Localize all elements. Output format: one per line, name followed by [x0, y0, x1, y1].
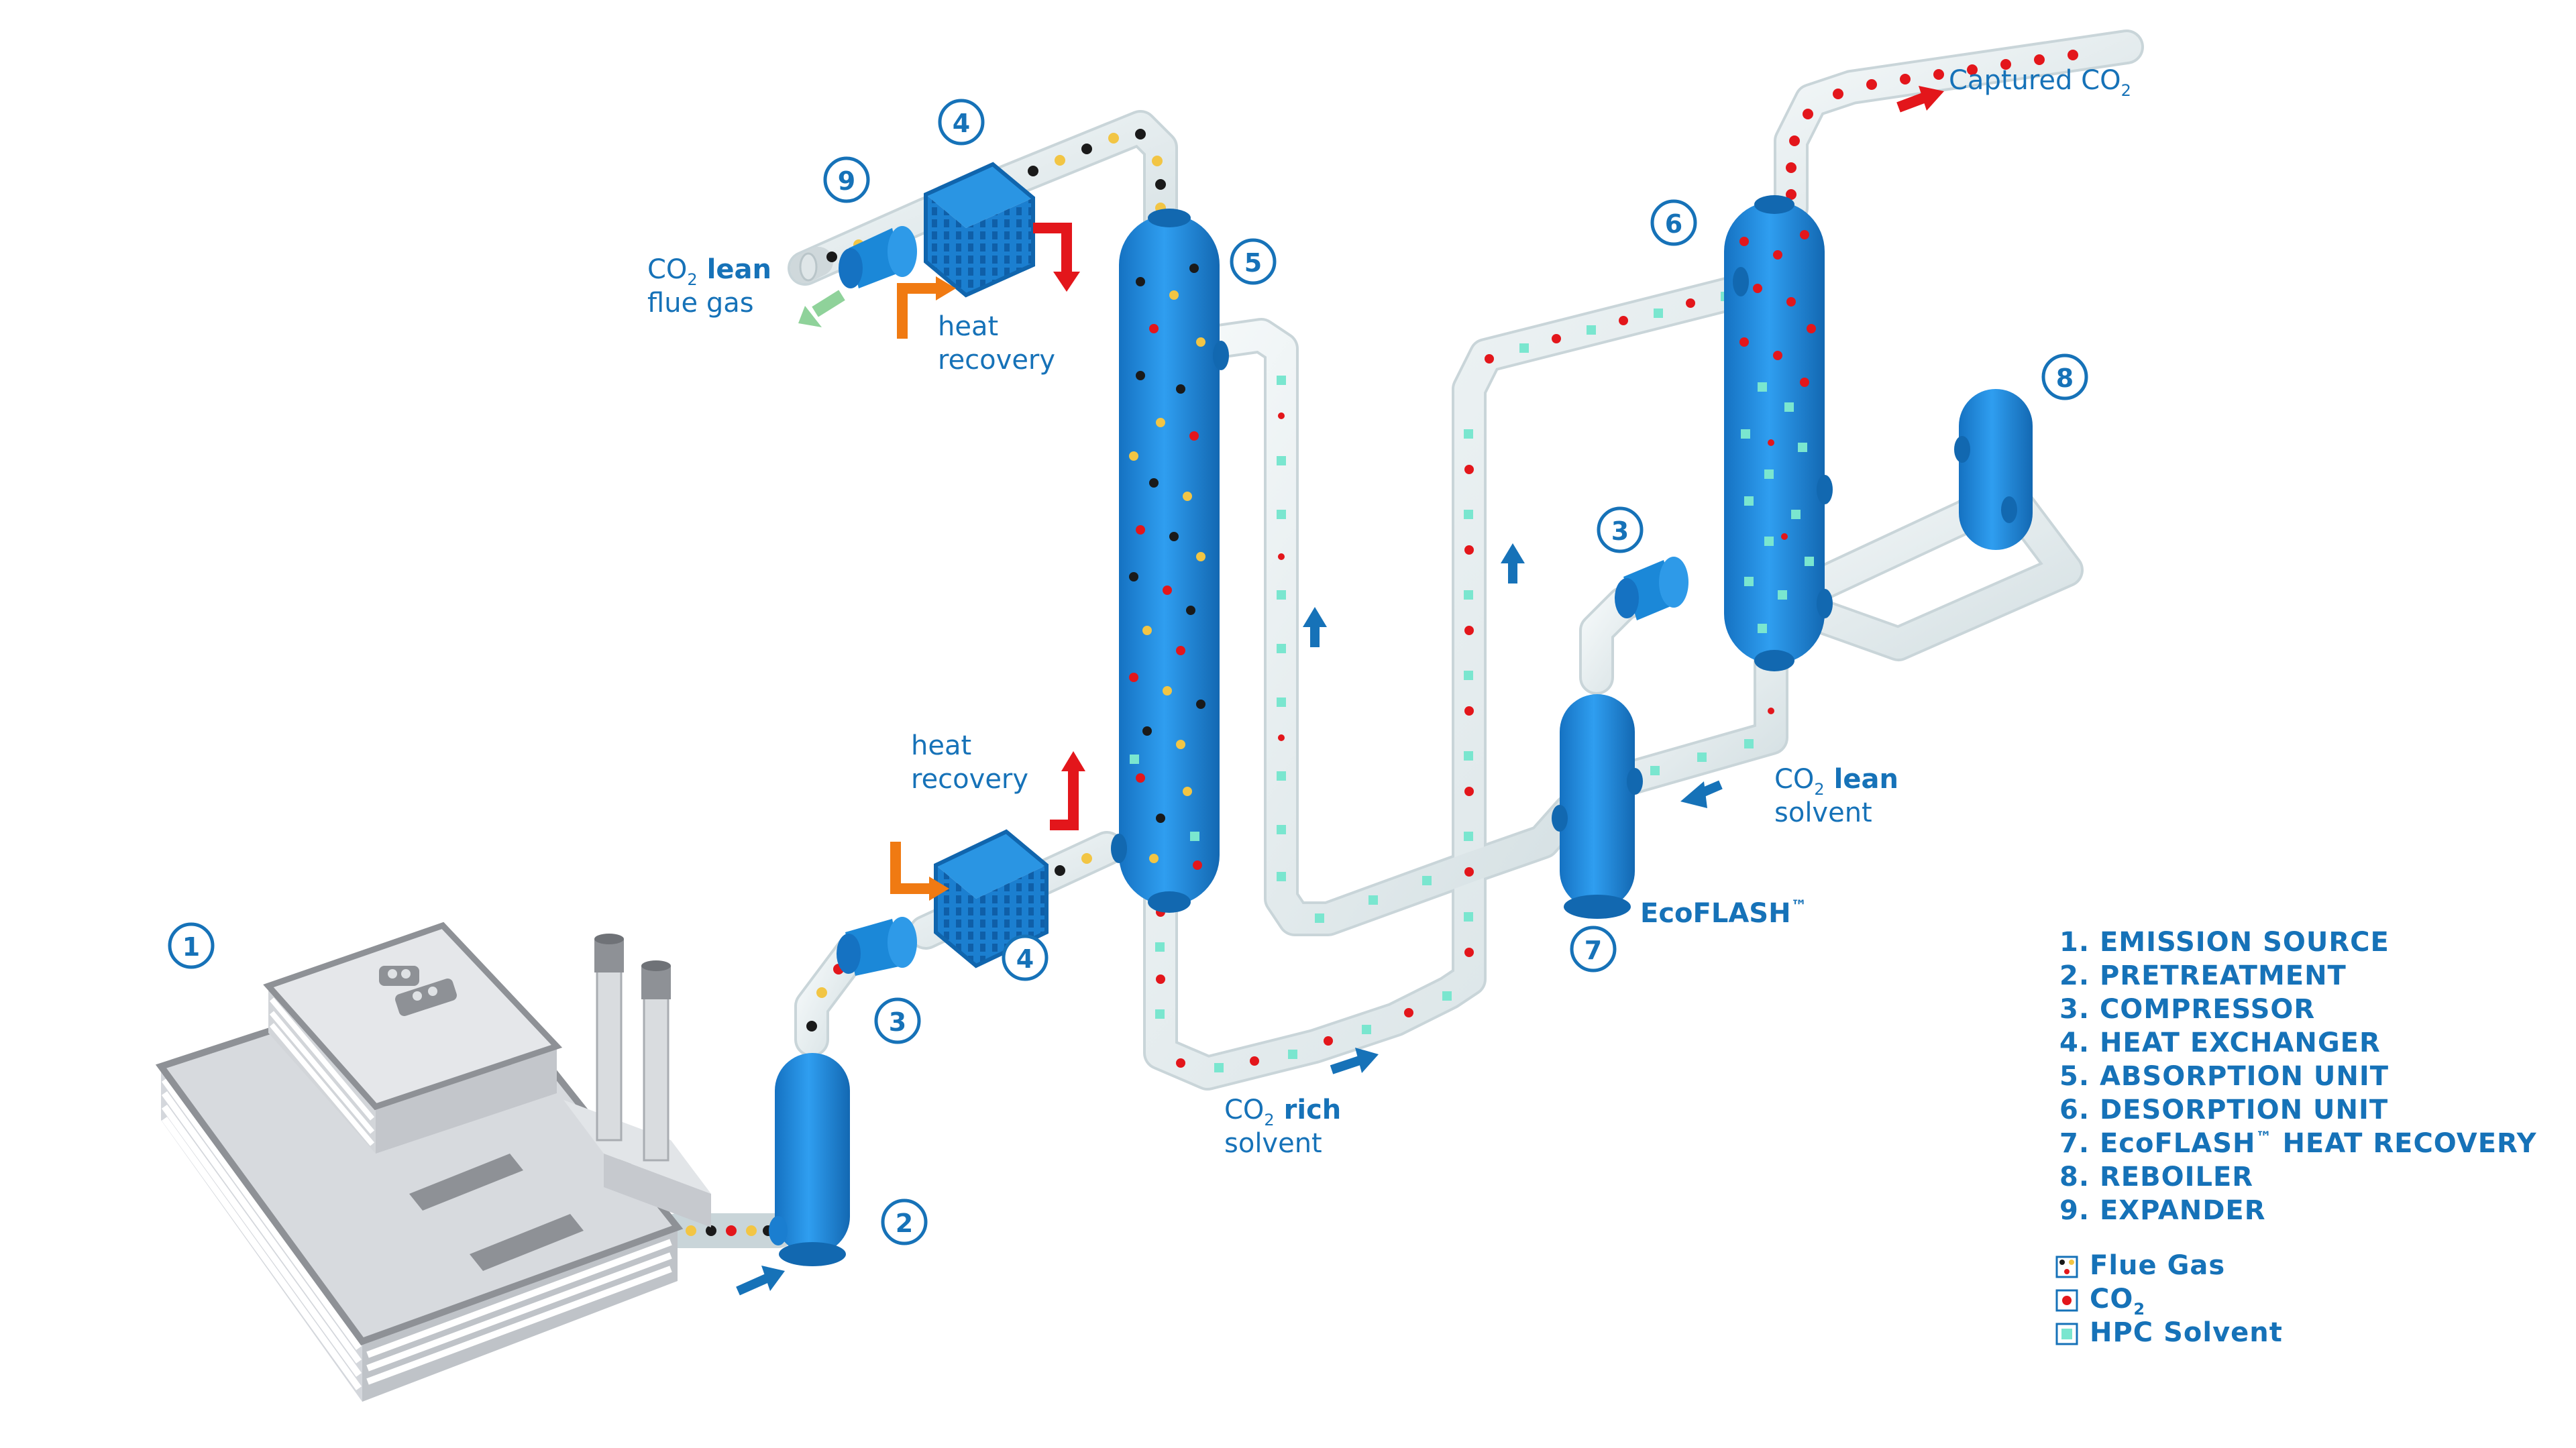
- marker-2: 2: [881, 1199, 928, 1245]
- flue-gas-key-icon: [2055, 1256, 2078, 1278]
- svg-text:9: 9: [838, 166, 855, 196]
- lean-flue-gas-label-line2: flue gas: [647, 288, 754, 319]
- svg-text:2: 2: [896, 1209, 913, 1238]
- absorber-particles: [1129, 264, 1205, 870]
- legend-item: 8. REBOILER: [2059, 1162, 2253, 1192]
- legend-item: 4. HEAT EXCHANGER: [2059, 1027, 2381, 1058]
- marker-3-upper: 3: [1597, 506, 1644, 553]
- marker-4-lower: 4: [1002, 934, 1049, 981]
- marker-5: 5: [1230, 238, 1277, 285]
- legend-key-label: Flue Gas: [2090, 1250, 2225, 1281]
- marker-9: 9: [823, 156, 870, 203]
- legend: 1. EMISSION SOURCE 2. PRETREATMENT 3. CO…: [2055, 927, 2537, 1348]
- svg-text:4: 4: [953, 109, 970, 138]
- lean-flue-gas-label: CO2 lean: [647, 254, 771, 289]
- legend-item: 3. COMPRESSOR: [2059, 994, 2315, 1025]
- legend-item: 1. EMISSION SOURCE: [2059, 927, 2390, 958]
- callout-labels: Captured CO2 CO2 lean flue gas heat reco…: [647, 65, 2131, 1159]
- marker-4-upper: 4: [938, 99, 985, 146]
- desorption-column: [1724, 195, 1833, 671]
- desorber-particles: [1739, 230, 1816, 633]
- expander: [839, 226, 917, 288]
- number-markers: 1 2 3 4 5 4 9 6 8 3 7: [168, 99, 2088, 1245]
- lean-solvent-particles: [1277, 376, 1774, 923]
- marker-6: 6: [1650, 199, 1697, 246]
- svg-text:3: 3: [889, 1007, 906, 1037]
- reboiler: [1954, 389, 2033, 550]
- legend-key-label: CO2: [2090, 1284, 2145, 1319]
- svg-text:1: 1: [182, 932, 200, 962]
- legend-item: 9. EXPANDER: [2059, 1195, 2266, 1226]
- heat-recovery-bottom-line2: recovery: [911, 764, 1028, 795]
- svg-text:7: 7: [1585, 936, 1602, 965]
- pretreatment-vessel: [769, 1053, 850, 1266]
- legend-item: 7. EcoFLASH™ HEAT RECOVERY: [2059, 1128, 2537, 1159]
- co2-key-icon: [2055, 1289, 2078, 1312]
- compressor-upper: [1615, 557, 1688, 620]
- heat-recovery-top-line1: heat: [938, 311, 998, 342]
- emission-source-building: [155, 922, 711, 1402]
- marker-8: 8: [2041, 353, 2088, 400]
- flue-gas-particles: [686, 129, 1166, 1236]
- svg-text:3: 3: [1611, 516, 1629, 546]
- pipe-network: [660, 30, 2144, 1248]
- svg-text:4: 4: [1016, 944, 1034, 974]
- legend-item: 2. PRETREATMENT: [2059, 960, 2347, 991]
- rich-solvent-particles: [1155, 292, 1730, 1072]
- svg-text:6: 6: [1665, 209, 1682, 239]
- compressor-lower: [837, 917, 917, 976]
- svg-text:5: 5: [1244, 248, 1262, 278]
- ecoflash-vessel: [1552, 694, 1643, 919]
- captured-co2-particles: [1786, 50, 2078, 200]
- heat-exchanger-upper: [924, 162, 1035, 298]
- svg-text:8: 8: [2056, 364, 2074, 393]
- rich-solvent-label: CO2 rich: [1224, 1095, 1341, 1129]
- legend-key-label: HPC Solvent: [2090, 1317, 2283, 1348]
- absorption-column: [1111, 209, 1229, 913]
- lean-solvent-label-line2: solvent: [1774, 797, 1872, 828]
- heat-recovery-top-line2: recovery: [938, 345, 1055, 376]
- captured-co2-label: Captured CO2: [1949, 65, 2131, 100]
- hpc-solvent-key-icon: [2055, 1323, 2078, 1345]
- legend-item: 6. DESORPTION UNIT: [2059, 1095, 2388, 1125]
- flow-arrows: [736, 86, 1944, 1296]
- marker-7: 7: [1570, 926, 1617, 972]
- legend-item: 5. ABSORPTION UNIT: [2059, 1061, 2389, 1092]
- heat-recovery-bottom-line1: heat: [911, 730, 971, 761]
- ecoflash-label: EcoFLASH™: [1640, 897, 1807, 929]
- marker-3-lower: 3: [874, 997, 921, 1044]
- marker-1: 1: [168, 922, 215, 969]
- lean-solvent-label: CO2 lean: [1774, 764, 1898, 799]
- rich-solvent-label-line2: solvent: [1224, 1128, 1322, 1159]
